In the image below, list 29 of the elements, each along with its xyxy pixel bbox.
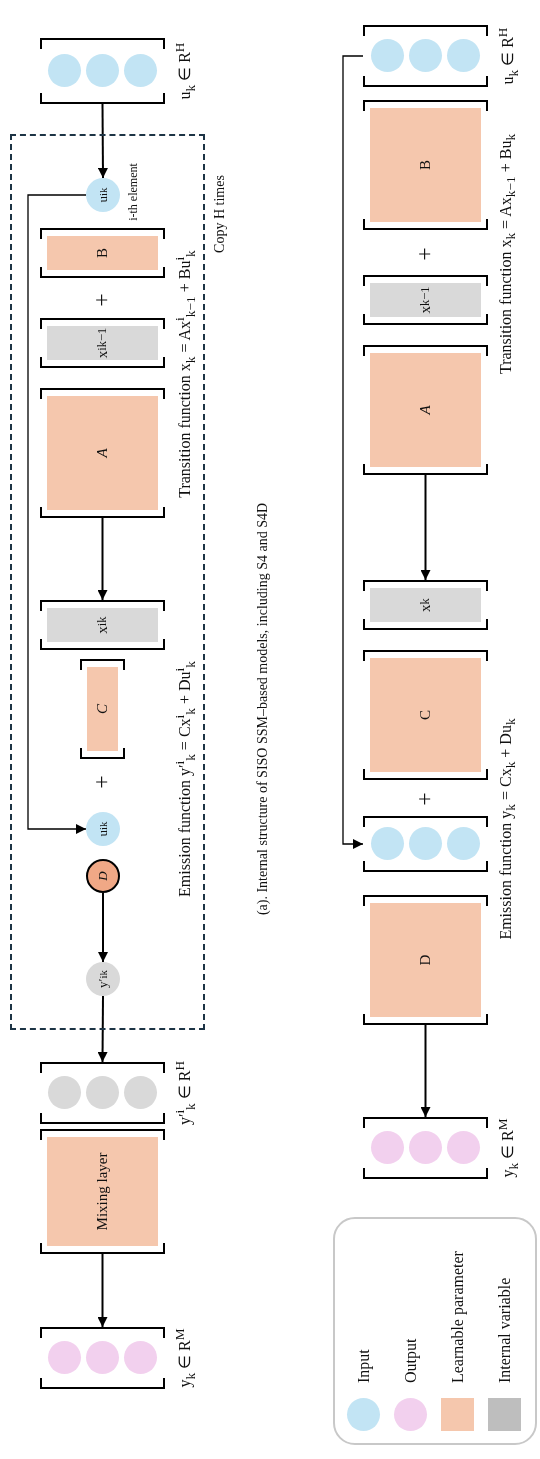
arrow [97,517,108,601]
circle-node: D [86,859,120,893]
legend-label: Internal variable [495,1277,514,1383]
matrix-box: Mixing layer [40,1129,165,1254]
matrix-box: C [80,659,125,759]
arrow [342,55,364,849]
matrix-box: B [363,100,488,230]
arrow [420,474,431,581]
legend-label: Output [401,1338,421,1383]
arrow [97,995,108,1063]
matrix-box: B [40,228,165,278]
arrow [27,194,87,834]
group-label: Copy H times [212,174,228,255]
note: i-th element [126,162,141,223]
matrix-box: A [40,388,165,518]
arrow [98,892,108,963]
arrow [420,1024,431,1118]
legend-label: Learnable parameter [448,1251,468,1383]
matrix-box: A [363,345,488,475]
plus-sign: + [88,292,115,309]
legend-label: Input [354,1349,374,1383]
plus-sign: + [411,246,438,263]
caption: (a). Internal structure of SISO SSM–based models, including S4 and S4D [255,501,271,918]
matrix-box: C [363,650,488,780]
plus-sign: + [88,774,115,791]
arrow [97,103,108,179]
arrow [97,1253,108,1328]
matrix-box: D [363,895,488,1025]
plus-sign: + [411,791,438,808]
